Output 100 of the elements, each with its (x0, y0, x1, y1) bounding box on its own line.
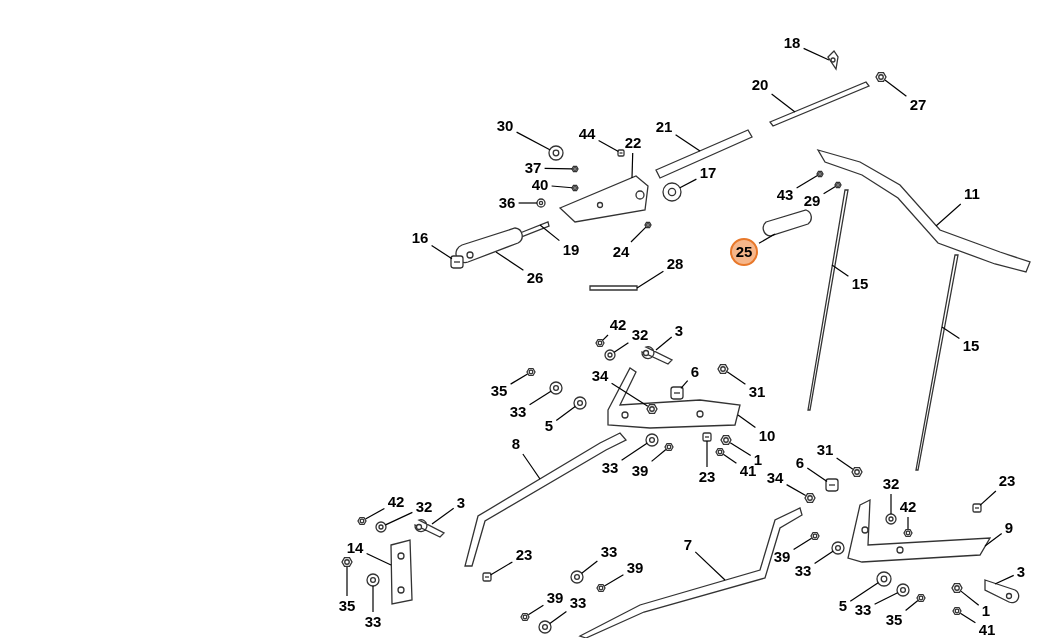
callout-number: 10 (756, 427, 778, 445)
leader-line (874, 592, 899, 605)
callout-number: 6 (688, 363, 702, 381)
part-drawing (670, 386, 684, 400)
callout-number: 17 (697, 164, 719, 182)
leader-line (655, 336, 673, 351)
callout-number: 23 (996, 472, 1018, 490)
callout-number: 32 (413, 498, 435, 516)
leader-line (836, 457, 854, 470)
leader-line (831, 264, 849, 277)
callout-number: 11 (962, 185, 982, 203)
leader-line (346, 566, 348, 597)
leader-line (706, 440, 708, 468)
leader-line (372, 585, 374, 613)
callout-number: 33 (852, 601, 874, 619)
washer-drawing (896, 583, 910, 597)
callout-number: 8 (509, 435, 523, 453)
part-drawing (617, 149, 625, 157)
callout-number: 42 (385, 493, 407, 511)
callout-number: 5 (542, 417, 556, 435)
bracket-drawing (390, 539, 413, 605)
leader-line (935, 203, 962, 227)
leader-line (771, 93, 796, 113)
part-drawing (702, 432, 712, 442)
leader-line (960, 590, 980, 606)
callout-number: 22 (622, 134, 644, 152)
part-drawing (825, 478, 839, 492)
leader-line (518, 202, 538, 204)
leader-line (495, 251, 524, 271)
leader-line (621, 442, 648, 461)
leader-line (890, 493, 892, 515)
nut-drawing (851, 467, 863, 477)
washer-drawing (548, 145, 564, 161)
nut-drawing (715, 447, 725, 457)
callout-number: 3 (672, 322, 686, 340)
plate-drawing (589, 285, 638, 291)
nut-drawing (357, 516, 367, 526)
callout-number: 33 (362, 613, 384, 631)
pin-drawing (641, 346, 673, 365)
washer-drawing (876, 571, 892, 587)
nut-drawing (810, 531, 820, 541)
leader-line (613, 342, 629, 353)
callout-number: 3 (454, 494, 468, 512)
part-drawing (482, 572, 492, 582)
callout-number: 20 (749, 76, 771, 94)
callout-number: 9 (1002, 519, 1016, 537)
pin-drawing (984, 579, 1020, 604)
callout-number: 23 (696, 468, 718, 486)
nut-drawing (903, 528, 913, 538)
callout-number: 40 (529, 176, 551, 194)
nut-drawing (526, 367, 536, 377)
washer-drawing (662, 182, 682, 202)
leader-line (758, 233, 776, 244)
leader-line (611, 382, 649, 407)
callout-number: 39 (629, 462, 651, 480)
rod-drawing (768, 81, 871, 127)
nut-drawing (916, 593, 926, 603)
grip-drawing (455, 227, 523, 264)
callout-number: 18 (781, 34, 803, 52)
callout-number: 24 (610, 243, 632, 261)
callout-number: 29 (801, 192, 823, 210)
callout-number: 33 (567, 594, 589, 612)
washer-drawing (573, 396, 587, 410)
washer-drawing (366, 573, 380, 587)
leader-line (803, 47, 830, 61)
leader-line (823, 185, 837, 195)
nut-drawing (816, 170, 824, 178)
nut-drawing (717, 364, 729, 374)
callout-number: 33 (598, 543, 620, 561)
washer-drawing (538, 620, 552, 634)
leader-line (529, 390, 552, 406)
leader-line (796, 174, 819, 189)
bracket-drawing (847, 498, 992, 563)
leader-line (364, 507, 385, 520)
leader-line (979, 490, 997, 506)
leader-line (489, 561, 513, 576)
cable-drawing (915, 254, 959, 471)
callout-number: 31 (814, 441, 836, 459)
leader-line (849, 582, 879, 602)
leader-line (384, 511, 413, 526)
callout-number: 34 (764, 469, 786, 487)
leader-line (984, 532, 1003, 547)
leader-line (631, 152, 634, 179)
nut-drawing (664, 442, 674, 452)
leader-line (722, 453, 737, 464)
washer-drawing (604, 349, 616, 361)
callout-number: 35 (336, 597, 358, 615)
washer-drawing (536, 198, 546, 208)
callout-number: 37 (522, 159, 544, 177)
callout-number: 43 (774, 186, 796, 204)
nut-drawing (520, 612, 530, 622)
leader-line (603, 574, 624, 587)
callout-number: 31 (746, 383, 768, 401)
leader-line (431, 507, 455, 525)
nut-drawing (952, 606, 962, 616)
leader-line (793, 537, 813, 551)
bracket-drawing (827, 49, 839, 71)
callout-number: 6 (793, 454, 807, 472)
leader-line (737, 414, 756, 429)
leader-line (431, 244, 453, 260)
